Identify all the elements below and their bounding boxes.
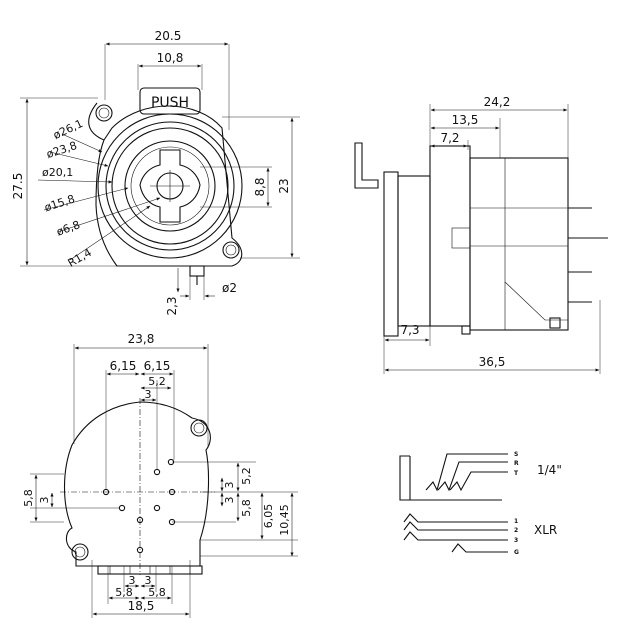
dim-right-d: 5,8	[240, 499, 253, 517]
dim-right-b: 3	[223, 482, 236, 489]
dim-pin-offset: 2,3	[165, 296, 179, 315]
dim-right-a: 5,2	[240, 467, 253, 485]
mounting-hole-top	[95, 104, 113, 122]
xlr-pin-g: G	[514, 549, 519, 556]
dim-dia-6-8: ø6,8	[55, 218, 82, 239]
mounting-hole-bottom	[222, 241, 240, 259]
xlr-pin-3: 3	[514, 537, 518, 544]
pcb-view: 23,8 6,15 6,15 5,2 3 5,2 3 3 5,8 6,05 10…	[22, 332, 298, 618]
dim-offset-a: 5,2	[148, 375, 166, 388]
dim-dia-15-8: ø15,8	[43, 192, 77, 214]
dim-total-length: 36,5	[479, 355, 506, 369]
dim-depth-b: 13,5	[452, 113, 479, 127]
dim-slot-height: 8,8	[253, 177, 267, 196]
dim-height-total: 27.5	[11, 173, 25, 200]
dim-bottom-total: 18,5	[128, 599, 155, 613]
jack-pin-t: T	[514, 470, 519, 477]
dim-panel-offset: 7,3	[400, 323, 419, 337]
dim-pin-diameter: ø2	[222, 281, 237, 295]
front-flange	[88, 102, 243, 267]
dim-depth-c: 7,2	[440, 131, 459, 145]
schematic: S R T 1/4" 1 2 3 G XLR	[399, 451, 562, 556]
dim-width-outer: 20.5	[155, 29, 182, 43]
dim-bottom-a: 3	[129, 574, 136, 587]
dim-right-c: 3	[223, 497, 236, 504]
dim-dia-20-1: ø20,1	[42, 166, 73, 179]
dim-dia-26-1: ø26,1	[51, 117, 85, 142]
side-body	[429, 145, 471, 327]
dim-left-b: 3	[38, 497, 51, 504]
push-latch	[139, 87, 201, 115]
dim-left-a: 5,8	[22, 489, 35, 507]
pcb-hole-top	[190, 419, 208, 437]
xlr-socket	[139, 149, 201, 223]
dim-bottom-d: 5,8	[148, 586, 166, 599]
jack-pin-r: R	[514, 460, 519, 467]
dim-right-e: 6,05	[262, 504, 275, 529]
pcb-outline	[63, 401, 211, 567]
dim-pcb-width: 23,8	[128, 332, 155, 346]
xlr-label: XLR	[534, 523, 557, 537]
jack-sleeve	[399, 455, 410, 501]
dim-depth-a: 24,2	[484, 95, 511, 109]
dim-pitch-b: 6,15	[144, 359, 171, 373]
dim-bottom-b: 3	[145, 574, 152, 587]
front-view: PUSH 20.5 10,8 27.5 23 8,8 ø26,1 ø23,8	[11, 29, 300, 316]
dim-pitch-a: 6,15	[110, 359, 137, 373]
xlr-pin-1: 1	[514, 518, 518, 525]
jack-pin-s: S	[514, 451, 518, 458]
jack-label: 1/4"	[537, 463, 562, 477]
xlr-pin-2: 2	[514, 527, 518, 534]
side-view: 24,2 13,5 7,2 7,3 36,5	[354, 95, 608, 374]
dim-right-f: 10,45	[278, 504, 291, 536]
dim-height-body: 23	[277, 178, 291, 193]
dim-offset-b: 3	[145, 388, 152, 401]
dim-width-inner: 10,8	[157, 51, 184, 65]
push-label: PUSH	[151, 95, 189, 111]
dim-bottom-c: 5,8	[115, 586, 133, 599]
pcb-hole-bottom	[71, 543, 89, 561]
